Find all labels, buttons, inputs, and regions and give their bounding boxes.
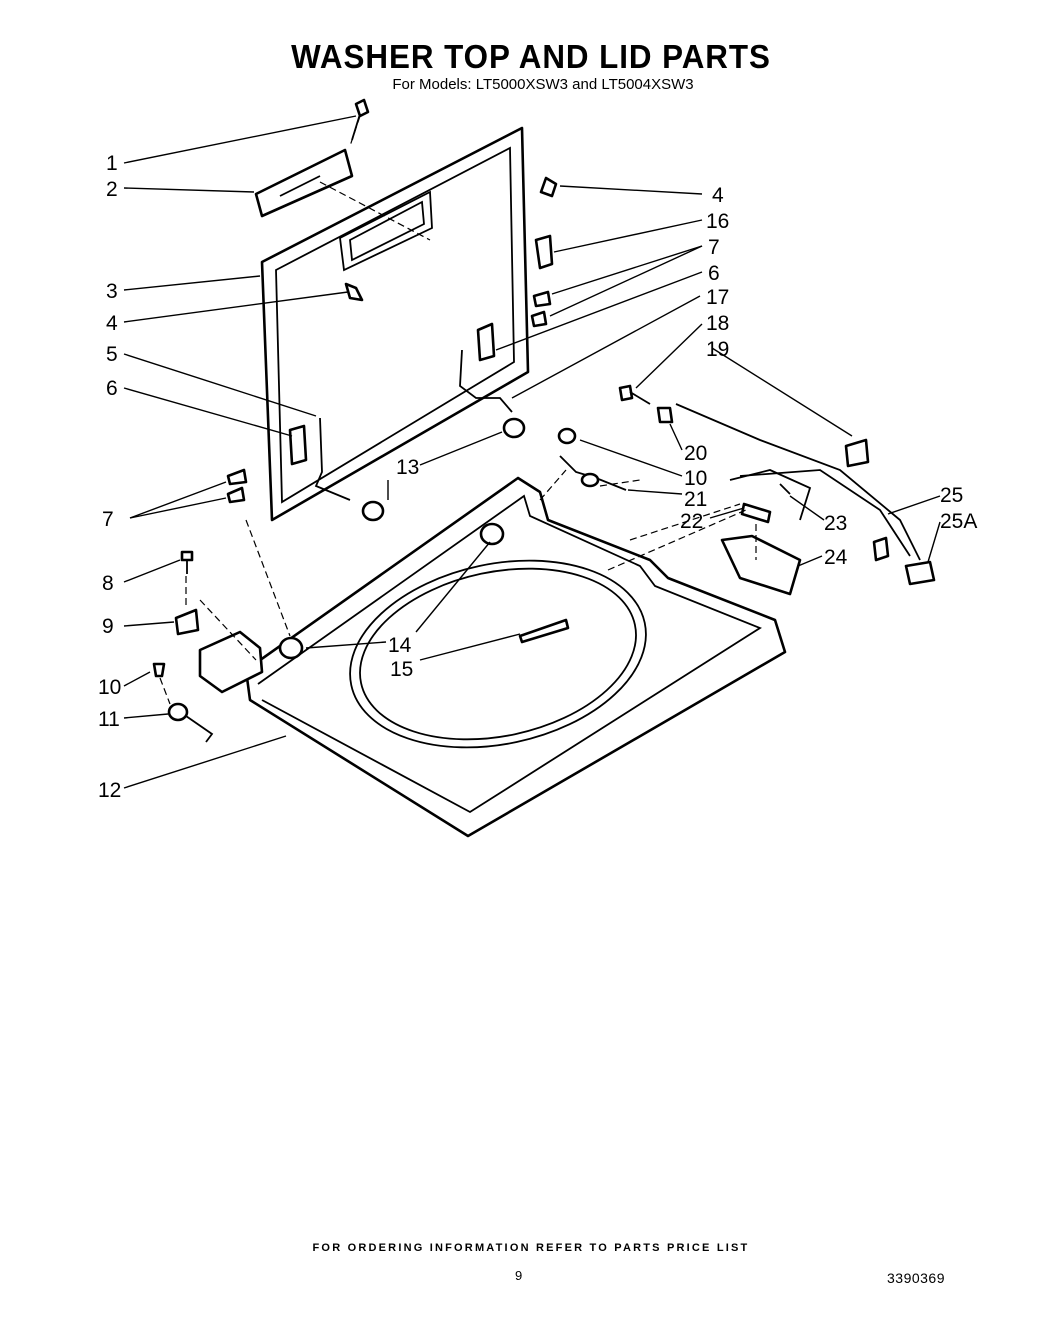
hinge-pin-14-left: [278, 636, 304, 660]
ordering-note: FOR ORDERING INFORMATION REFER TO PARTS …: [312, 1242, 750, 1254]
callout-12: 12: [98, 779, 121, 802]
callout-4-right: 4: [712, 184, 724, 207]
assembly-dashed-lines: [159, 115, 757, 705]
lid-screw-top: [351, 98, 370, 141]
bumper-left: [344, 282, 364, 302]
hinge-plate-left: [288, 417, 351, 501]
lid-bumper-13-lower: [361, 500, 385, 522]
callout-10-left: 10: [98, 676, 121, 699]
screw-15: [518, 618, 570, 644]
callout-23: 23: [824, 512, 847, 535]
callout-18: 18: [706, 312, 729, 335]
left-clip-9: [174, 608, 200, 636]
page-title: WASHER TOP AND LID PARTS: [291, 38, 771, 75]
callout-20: 20: [684, 442, 707, 465]
right-knob-10: [557, 427, 577, 445]
nut-20: [656, 406, 674, 424]
callout-11: 11: [98, 708, 120, 731]
hinge-screws-right: [530, 290, 552, 328]
left-screw-8: [180, 550, 194, 574]
washer-top: [244, 476, 787, 838]
hinge-bracket-16: [534, 234, 554, 270]
lid-frame: [260, 126, 530, 522]
callout-22: 22: [680, 510, 703, 533]
callout-25: 25: [940, 484, 963, 507]
callout-8: 8: [102, 572, 114, 595]
lid-window-cover: [254, 148, 354, 218]
hinge-pin-14-right: [479, 522, 505, 546]
bolt-18: [618, 384, 651, 405]
wire-harness-25: [675, 403, 921, 561]
lid-bumper-13-upper: [502, 417, 526, 439]
callout-3: 3: [106, 280, 118, 303]
callout-14: 14: [388, 634, 412, 657]
callout-21: 21: [684, 488, 707, 511]
top-hinge-channel: [198, 630, 264, 694]
callout-6-left: 6: [106, 377, 118, 400]
callout-4-left: 4: [106, 312, 118, 335]
callout-7-left: 7: [102, 508, 114, 531]
left-spring-11: [167, 702, 214, 743]
callout-labels: 1 2 3 4 5 6 7 8 9 10 11 12 13 14 15 16 7…: [98, 152, 977, 802]
callout-25a: 25A: [940, 510, 977, 533]
callout-6-right: 6: [708, 262, 720, 285]
callout-17: 17: [706, 286, 729, 309]
callout-2: 2: [106, 178, 118, 201]
document-number: 3390369: [887, 1270, 946, 1286]
callout-1: 1: [106, 152, 118, 175]
hinge-screws-left: [226, 468, 248, 504]
left-knob-10: [152, 662, 166, 678]
callout-9: 9: [102, 615, 114, 638]
hinge-plate-right: [459, 322, 513, 413]
spring-21: [559, 455, 627, 491]
model-subtitle: For Models: LT5000XSW3 and LT5004XSW3: [392, 76, 694, 93]
callout-24: 24: [824, 546, 848, 569]
lid-switch-22: [740, 502, 772, 524]
callout-10-right: 10: [684, 467, 707, 490]
leader-lines: [123, 115, 941, 789]
bumper-right: [539, 176, 558, 198]
callout-5: 5: [106, 343, 118, 366]
switch-cover-24: [720, 534, 802, 596]
connector-25a: [872, 536, 936, 586]
callout-7-right: 7: [708, 236, 720, 259]
callout-19: 19: [706, 338, 729, 361]
page-number: 9: [515, 1268, 523, 1283]
callout-16: 16: [706, 210, 729, 233]
callout-15: 15: [390, 658, 413, 681]
callout-13: 13: [396, 456, 419, 479]
